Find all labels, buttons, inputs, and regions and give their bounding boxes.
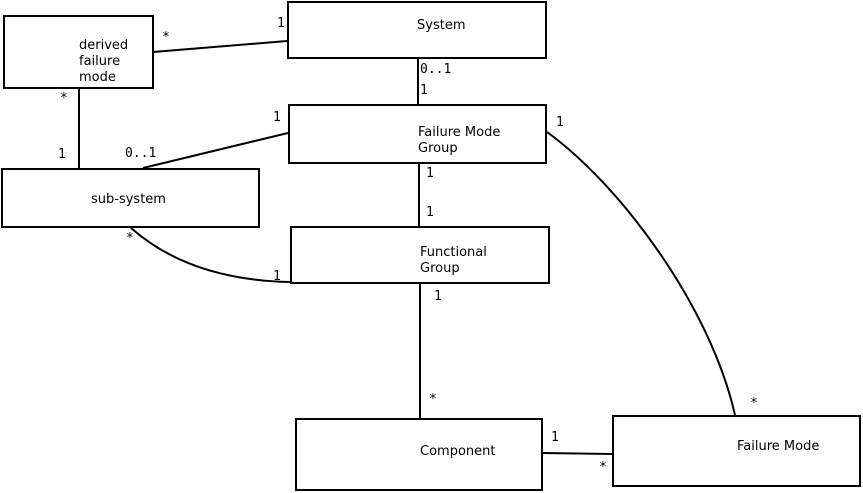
- cardinality-functional-group-one-left: 1: [273, 269, 281, 284]
- cardinality-failure-mode-star-left: *: [599, 460, 607, 475]
- cardinality-failure-mode-group-one-top: 1: [420, 83, 428, 98]
- cardinality-system-one: 1: [277, 16, 285, 31]
- cardinality-derived-failure-mode-star: *: [162, 30, 170, 45]
- cardinality-component-star-top: *: [429, 392, 437, 407]
- cardinality-failure-mode-star-top: *: [750, 396, 758, 411]
- entity-label-line: Failure Mode: [418, 125, 501, 140]
- cardinality-functional-group-one-top: 1: [426, 205, 434, 220]
- cardinality-sub-system-zero-one: 0..1: [125, 146, 157, 161]
- cardinality-system-zero-one: 0..1: [420, 62, 452, 77]
- entity-label: Component: [420, 444, 496, 459]
- entity-system: System: [287, 1, 547, 59]
- entity-label-line: mode: [79, 70, 116, 85]
- cardinality-failure-mode-group-one-right: 1: [556, 115, 564, 130]
- edge-failure-mode-group-failure-mode: [546, 131, 736, 416]
- entity-label-line: failure: [79, 54, 121, 69]
- edge-sub-system-functional-group: [130, 227, 291, 283]
- entity-sub-system: sub-system: [1, 168, 260, 228]
- entity-label: System: [417, 18, 466, 33]
- cardinality-failure-mode-group-one-left: 1: [273, 110, 281, 125]
- cardinality-failure-mode-group-one-bottom: 1: [426, 166, 434, 181]
- edge-sub-system-failure-mode-group: [142, 132, 289, 169]
- cardinality-sub-system-star-bottom: *: [126, 231, 134, 246]
- entity-label: Failure Mode: [737, 439, 820, 454]
- cardinality-component-one-right: 1: [551, 430, 559, 445]
- entity-label-line: Group: [420, 261, 460, 276]
- edge-derived-failure-mode-system: [152, 40, 288, 53]
- entity-failure-mode-group: Failure Mode Group: [288, 104, 547, 164]
- entity-failure-mode: Failure Mode: [612, 415, 861, 487]
- entity-label-line: Group: [418, 141, 458, 156]
- entity-component: Component: [295, 418, 543, 491]
- entity-functional-group: Functional Group: [290, 226, 550, 284]
- cardinality-sub-system-one: 1: [58, 147, 66, 162]
- cardinality-functional-group-one-bottom: 1: [434, 289, 442, 304]
- cardinality-derived-failure-mode-star-2: *: [60, 91, 68, 106]
- edge-component-failure-mode: [542, 452, 613, 455]
- entity-derived-failure-mode: derived failure mode: [3, 15, 154, 89]
- entity-label: sub-system: [91, 192, 166, 207]
- entity-label-line: Functional: [420, 245, 487, 260]
- entity-label-line: derived: [79, 38, 129, 53]
